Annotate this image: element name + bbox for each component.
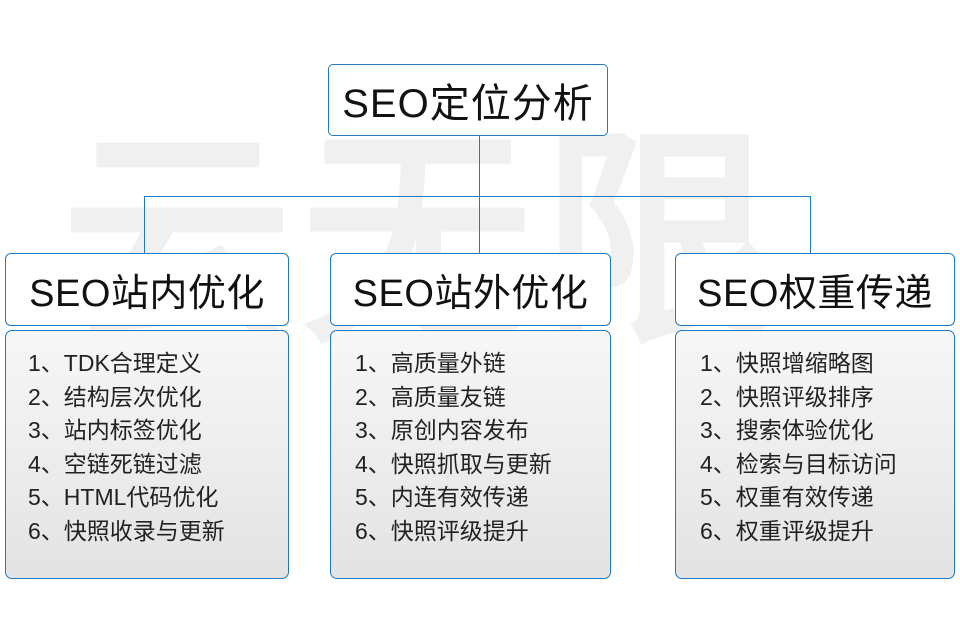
root-node-label: SEO定位分析 [342, 82, 594, 126]
list-item-label: 站内标签优化 [63, 417, 202, 443]
list-item: 4、快照抓取与更新 [331, 448, 610, 482]
list-item-label: 快照抓取与更新 [390, 450, 552, 477]
branch-header-seo-offsite[interactable]: SEO站外优化 [330, 253, 611, 326]
list-item-number: 2、 [355, 383, 391, 410]
list-item-number: 5、 [28, 484, 64, 510]
list-item-number: 1、 [28, 350, 64, 376]
list-item: 1、TDK合理定义 [6, 347, 288, 381]
list-item-label: 原创内容发布 [390, 417, 529, 443]
list-item-number: 2、 [28, 383, 64, 410]
list-item: 2、快照评级排序 [676, 381, 954, 415]
list-item-label: 高质量外链 [390, 350, 506, 376]
branch-list-seo-onsite: 1、TDK合理定义 2、结构层次优化 3、站内标签优化 4、空链死链过滤 5、H… [5, 330, 289, 579]
branch-header-seo-weight[interactable]: SEO权重传递 [675, 253, 955, 326]
branch-header-label: SEO站内优化 [29, 273, 265, 315]
connector-branch-3-drop [810, 196, 811, 254]
list-item-label: 空链死链过滤 [63, 450, 202, 477]
branch-header-label: SEO权重传递 [697, 273, 933, 315]
list-item: 6、权重评级提升 [676, 515, 954, 549]
list-item-number: 1、 [700, 350, 736, 376]
list-item: 4、检索与目标访问 [676, 448, 954, 482]
list-item: 6、快照评级提升 [331, 515, 610, 549]
list-item-number: 6、 [28, 517, 64, 544]
list-item: 5、权重有效传递 [676, 481, 954, 515]
list-item-number: 3、 [700, 417, 736, 443]
list-item-number: 4、 [28, 450, 64, 477]
list-item: 1、高质量外链 [331, 347, 610, 381]
list-item-number: 2、 [700, 383, 736, 410]
list-item-label: 高质量友链 [390, 383, 506, 410]
branch-column-seo-onsite: SEO站内优化 1、TDK合理定义 2、结构层次优化 3、站内标签优化 4、空链… [5, 253, 289, 579]
connector-horizontal-bus [144, 196, 811, 197]
list-item-number: 5、 [700, 484, 736, 510]
list-item: 4、空链死链过滤 [6, 448, 288, 482]
branch-header-label: SEO站外优化 [352, 273, 589, 315]
branch-list-seo-offsite: 1、高质量外链 2、高质量友链 3、原创内容发布 4、快照抓取与更新 5、内连有… [330, 330, 611, 579]
list-item-label: 结构层次优化 [63, 383, 202, 410]
connector-branch-1-drop [144, 196, 145, 254]
branch-column-seo-offsite: SEO站外优化 1、高质量外链 2、高质量友链 3、原创内容发布 4、快照抓取与… [330, 253, 611, 579]
list-item-label: 检索与目标访问 [735, 450, 897, 477]
list-item-number: 5、 [355, 484, 391, 510]
list-item-label: 快照增缩略图 [735, 350, 874, 376]
list-item-number: 4、 [355, 450, 391, 477]
list-item: 2、结构层次优化 [6, 381, 288, 415]
list-item: 1、快照增缩略图 [676, 347, 954, 381]
list-item-number: 6、 [355, 517, 391, 544]
list-item: 5、内连有效传递 [331, 481, 610, 515]
connector-root-vertical [479, 136, 480, 197]
list-item-number: 3、 [355, 417, 391, 443]
branch-header-seo-onsite[interactable]: SEO站内优化 [5, 253, 289, 326]
list-item: 5、HTML代码优化 [6, 481, 288, 515]
list-item-label: 快照评级提升 [390, 517, 529, 544]
list-item-number: 3、 [28, 417, 64, 443]
root-node[interactable]: SEO定位分析 [328, 64, 608, 136]
list-item: 3、站内标签优化 [6, 414, 288, 448]
list-item-label: 搜索体验优化 [735, 417, 874, 443]
list-item-label: 快照评级排序 [735, 383, 874, 410]
list-item: 6、快照收录与更新 [6, 515, 288, 549]
list-item-label: TDK合理定义 [63, 350, 202, 376]
list-item-label: 权重有效传递 [735, 484, 874, 510]
list-item: 3、搜索体验优化 [676, 414, 954, 448]
branch-list-seo-weight: 1、快照增缩略图 2、快照评级排序 3、搜索体验优化 4、检索与目标访问 5、权… [675, 330, 955, 579]
list-item-label: HTML代码优化 [63, 484, 219, 510]
list-item-number: 6、 [700, 517, 736, 544]
list-item: 3、原创内容发布 [331, 414, 610, 448]
branch-column-seo-weight: SEO权重传递 1、快照增缩略图 2、快照评级排序 3、搜索体验优化 4、检索与… [675, 253, 955, 579]
list-item-label: 内连有效传递 [390, 484, 529, 510]
list-item-label: 权重评级提升 [735, 517, 874, 544]
list-item-label: 快照收录与更新 [63, 517, 225, 544]
list-item-number: 4、 [700, 450, 736, 477]
list-item-number: 1、 [355, 350, 391, 376]
list-item: 2、高质量友链 [331, 381, 610, 415]
connector-branch-2-drop [479, 196, 480, 254]
